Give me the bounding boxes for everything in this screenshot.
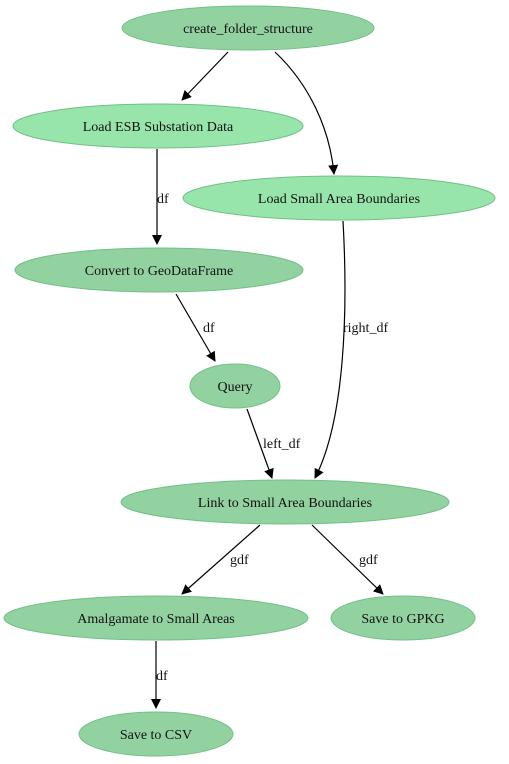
node-save_gpkg: Save to GPKG bbox=[330, 595, 476, 641]
node-label-save_gpkg: Save to GPKG bbox=[361, 612, 444, 627]
node-label-link_small_area: Link to Small Area Boundaries bbox=[198, 496, 372, 511]
node-shape-convert_gdf bbox=[14, 247, 304, 293]
node-shape-save_gpkg bbox=[330, 595, 476, 641]
edge-label-link_small_area-to-amalgamate: gdf bbox=[230, 553, 249, 568]
node-shape-query bbox=[189, 363, 281, 409]
node-load_esb: Load ESB Substation Data bbox=[12, 103, 304, 149]
edge-query-to-link_small_area bbox=[246, 408, 274, 479]
node-shape-link_small_area bbox=[120, 479, 450, 525]
node-label-load_small_area: Load Small Area Boundaries bbox=[258, 192, 420, 207]
edge-label-amalgamate-to-save_csv: df bbox=[156, 669, 168, 684]
node-convert_gdf: Convert to GeoDataFrame bbox=[14, 247, 304, 293]
edge-link_small_area-to-save_gpkg bbox=[311, 524, 384, 595]
node-label-amalgamate: Amalgamate to Small Areas bbox=[77, 612, 234, 627]
node-shape-amalgamate bbox=[3, 595, 309, 641]
node-link_small_area: Link to Small Area Boundaries bbox=[120, 479, 450, 525]
edge-create_folder_structure-to-load_esb bbox=[181, 51, 229, 101]
edge-label-load_esb-to-convert_gdf: df bbox=[157, 192, 169, 207]
node-create_folder_structure: create_folder_structure bbox=[121, 5, 375, 51]
node-save_csv: Save to CSV bbox=[78, 711, 234, 757]
node-label-query: Query bbox=[218, 380, 253, 395]
node-label-save_csv: Save to CSV bbox=[120, 728, 192, 743]
edge-label-load_small_area-to-link_small_area: right_df bbox=[343, 321, 388, 336]
edge-link_small_area-to-amalgamate bbox=[181, 524, 261, 595]
node-amalgamate: Amalgamate to Small Areas bbox=[3, 595, 309, 641]
node-shape-save_csv bbox=[78, 711, 234, 757]
edge-load_small_area-to-link_small_area bbox=[314, 220, 346, 479]
node-shape-load_esb bbox=[12, 103, 304, 149]
node-label-load_esb: Load ESB Substation Data bbox=[83, 120, 234, 135]
node-label-create_folder_structure: create_folder_structure bbox=[183, 22, 313, 37]
node-shape-load_small_area bbox=[182, 175, 496, 221]
edge-label-query-to-link_small_area: left_df bbox=[263, 437, 301, 452]
edge-label-link_small_area-to-save_gpkg: gdf bbox=[359, 553, 378, 568]
edge-convert_gdf-to-query bbox=[175, 293, 216, 362]
node-label-convert_gdf: Convert to GeoDataFrame bbox=[85, 264, 234, 279]
node-query: Query bbox=[189, 363, 281, 409]
edge-create_folder_structure-to-load_small_area bbox=[274, 51, 339, 175]
edge-label-convert_gdf-to-query: df bbox=[203, 321, 215, 336]
node-shape-create_folder_structure bbox=[121, 5, 375, 51]
node-load_small_area: Load Small Area Boundaries bbox=[182, 175, 496, 221]
